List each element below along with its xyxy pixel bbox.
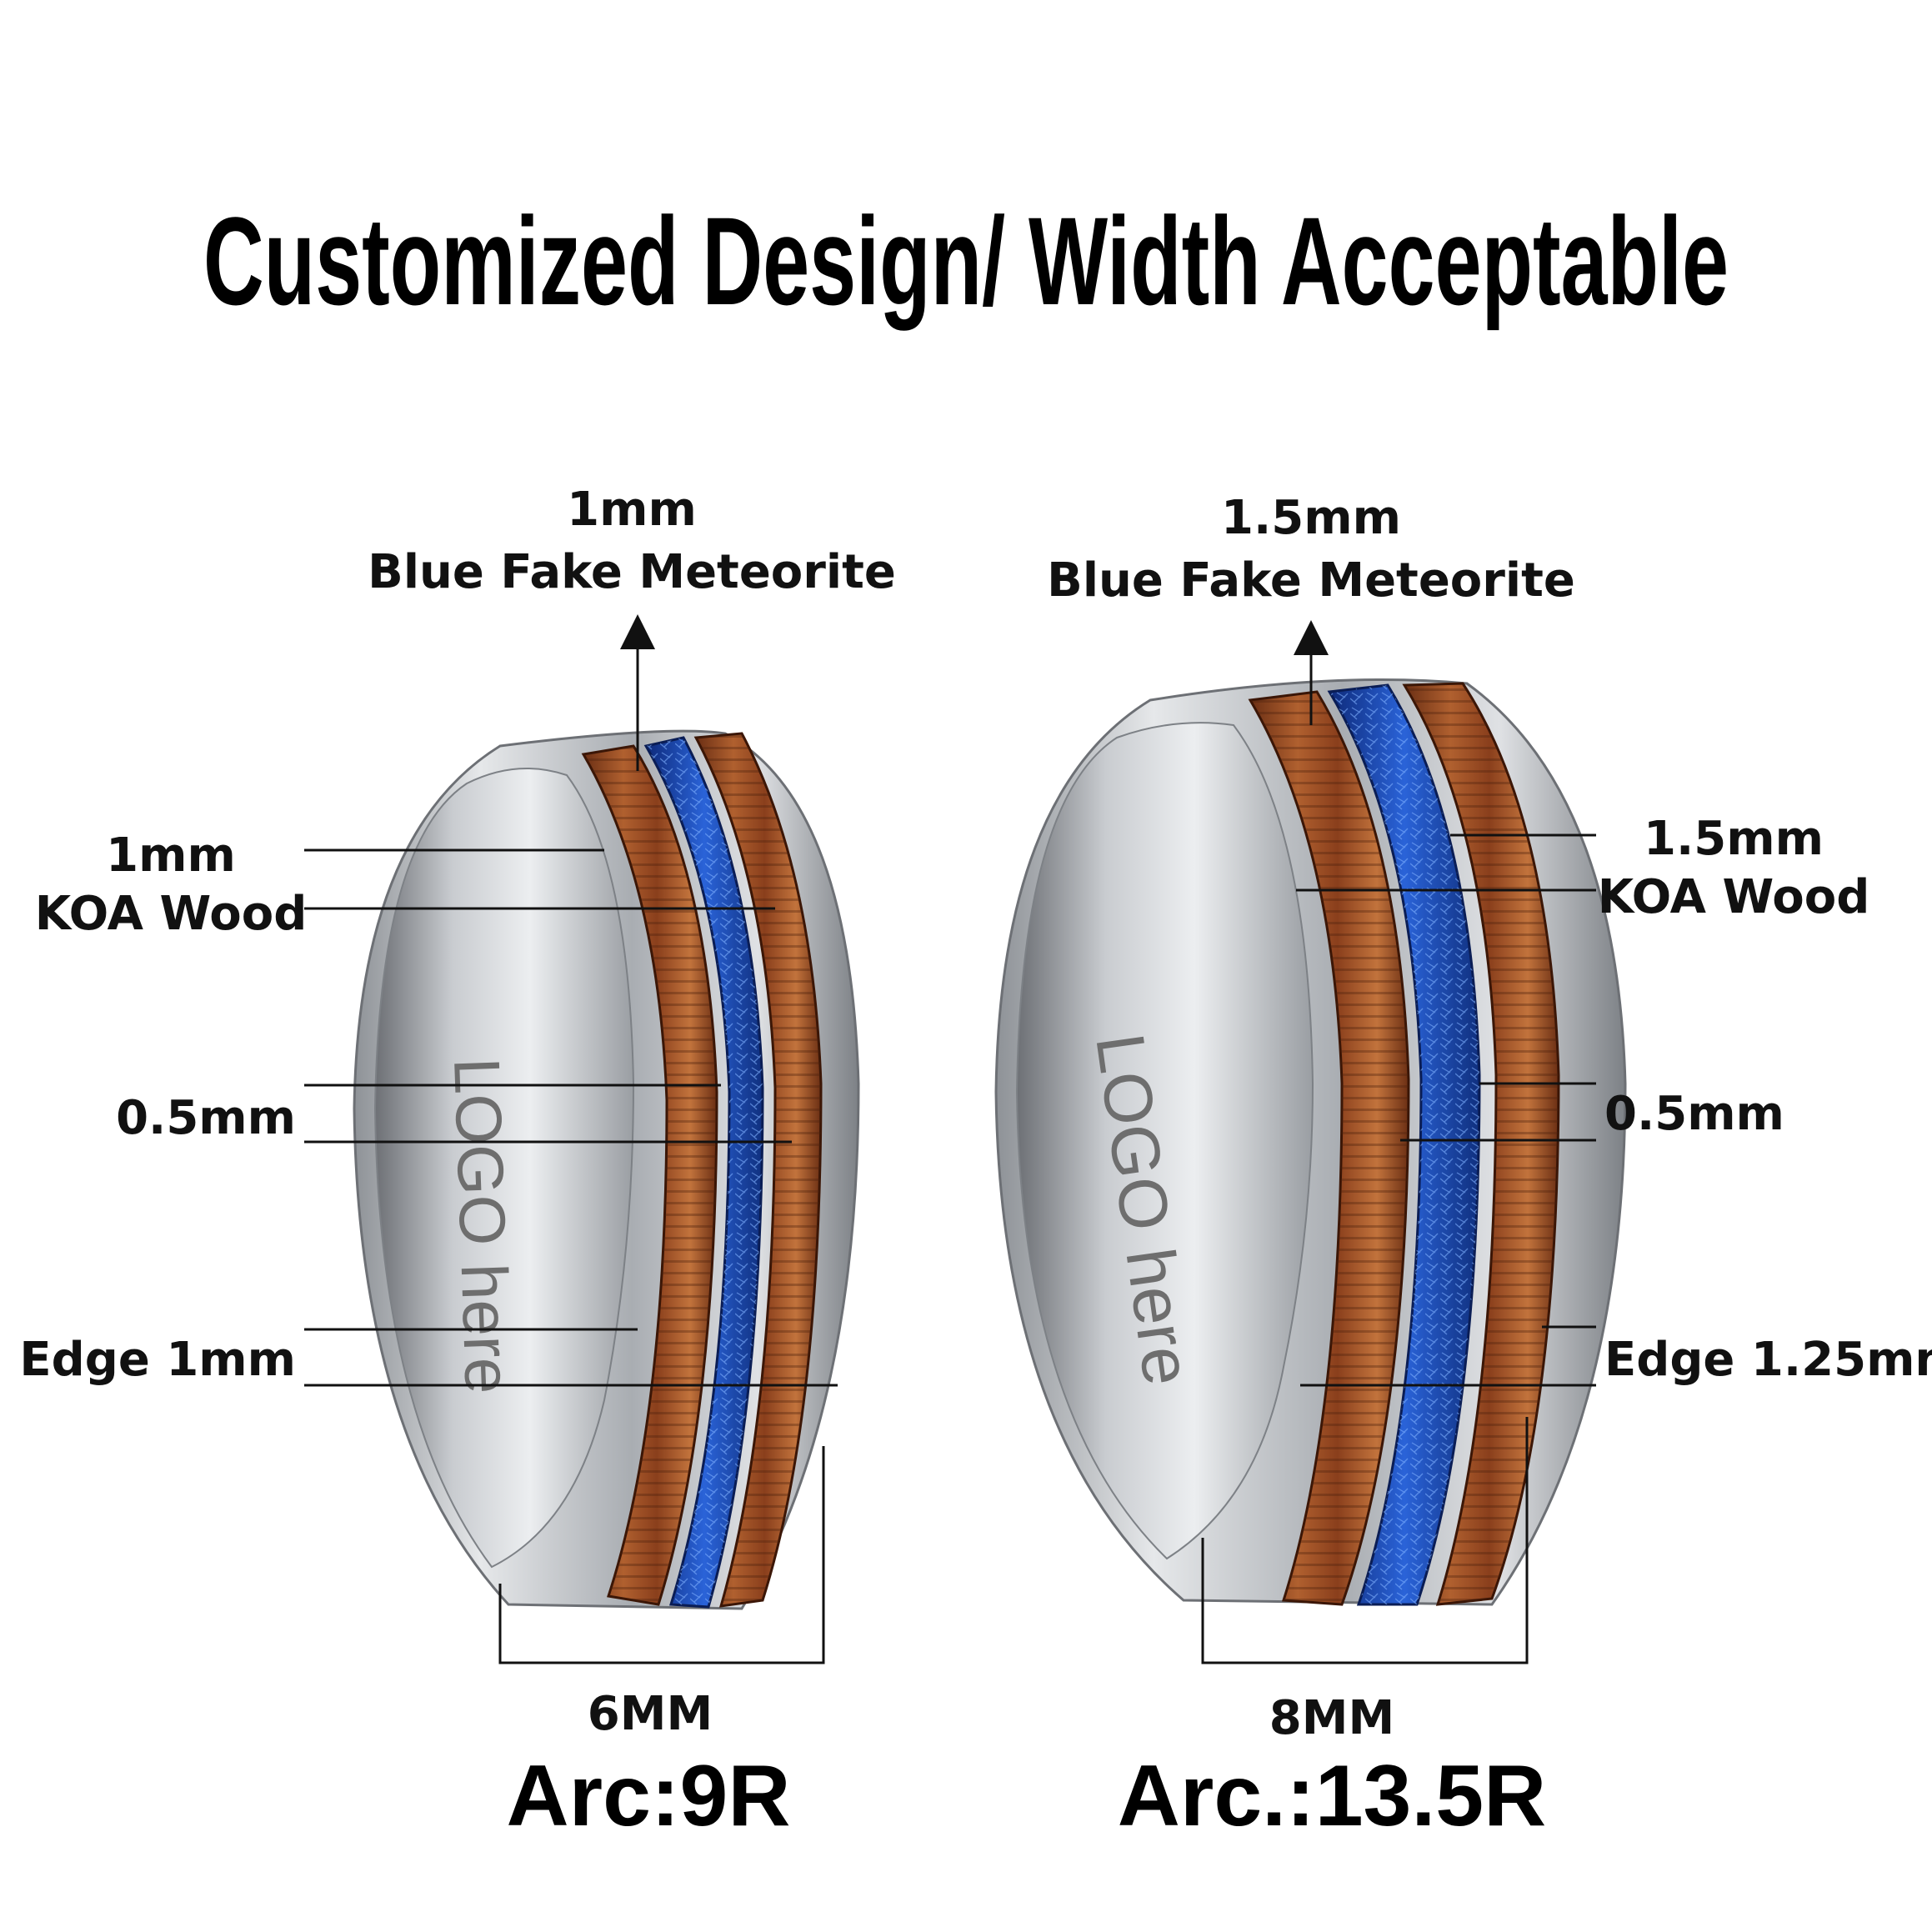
left-gap-size: 0.5mm [116, 1091, 296, 1145]
left-wood-name: KOA Wood [35, 887, 308, 941]
ring-8mm-wood-grain-1 [1250, 692, 1409, 1604]
left-arc: Arc:9R [507, 1748, 791, 1844]
left-meteorite-name: Blue Fake Meteorite [368, 545, 896, 599]
ring-8mm: LOGO here [994, 678, 1627, 1606]
right-wood-name: KOA Wood [1598, 870, 1870, 924]
right-width: 8MM [1269, 1691, 1394, 1745]
left-meteorite-size: 1mm [567, 483, 697, 537]
right-edge-size: Edge 1.25mm [1604, 1333, 1932, 1387]
left-annotations: 1mm Blue Fake Meteorite 1mm KOA Wood 0.5… [19, 483, 895, 1844]
ring-6mm-wood-grain-1 [583, 746, 717, 1604]
ring-6mm: LOGO here [353, 729, 860, 1610]
right-width-bracket [1201, 1417, 1529, 1664]
right-meteorite-name: Blue Fake Meteorite [1047, 553, 1575, 608]
ring-6mm-meteorite-sparkle [646, 738, 763, 1607]
right-wood-size: 1.5mm [1644, 812, 1824, 866]
left-width-bracket [498, 1446, 825, 1664]
ring-8mm-inner-surface [1015, 722, 1314, 1560]
right-arc: Arc.:13.5R [1118, 1748, 1546, 1844]
ring-8mm-meteorite-sparkle [1329, 685, 1479, 1604]
right-gap-size: 0.5mm [1604, 1087, 1784, 1141]
left-edge-size: Edge 1mm [19, 1333, 296, 1387]
right-annotations: 1.5mm Blue Fake Meteorite 1.5mm KOA Wood… [1047, 491, 1932, 1844]
ring-6mm-engraving: LOGO here [440, 1057, 525, 1395]
page-title: Customized Design/ Width Acceptable [203, 191, 1729, 331]
left-width: 6MM [588, 1687, 713, 1741]
ring-6mm-inner-surface [373, 768, 635, 1569]
ring-8mm-wood-grain-2 [1404, 683, 1559, 1604]
left-wood-size: 1mm [106, 828, 236, 883]
right-meteorite-size: 1.5mm [1221, 491, 1401, 545]
ring-6mm-wood-grain-2 [696, 733, 821, 1606]
